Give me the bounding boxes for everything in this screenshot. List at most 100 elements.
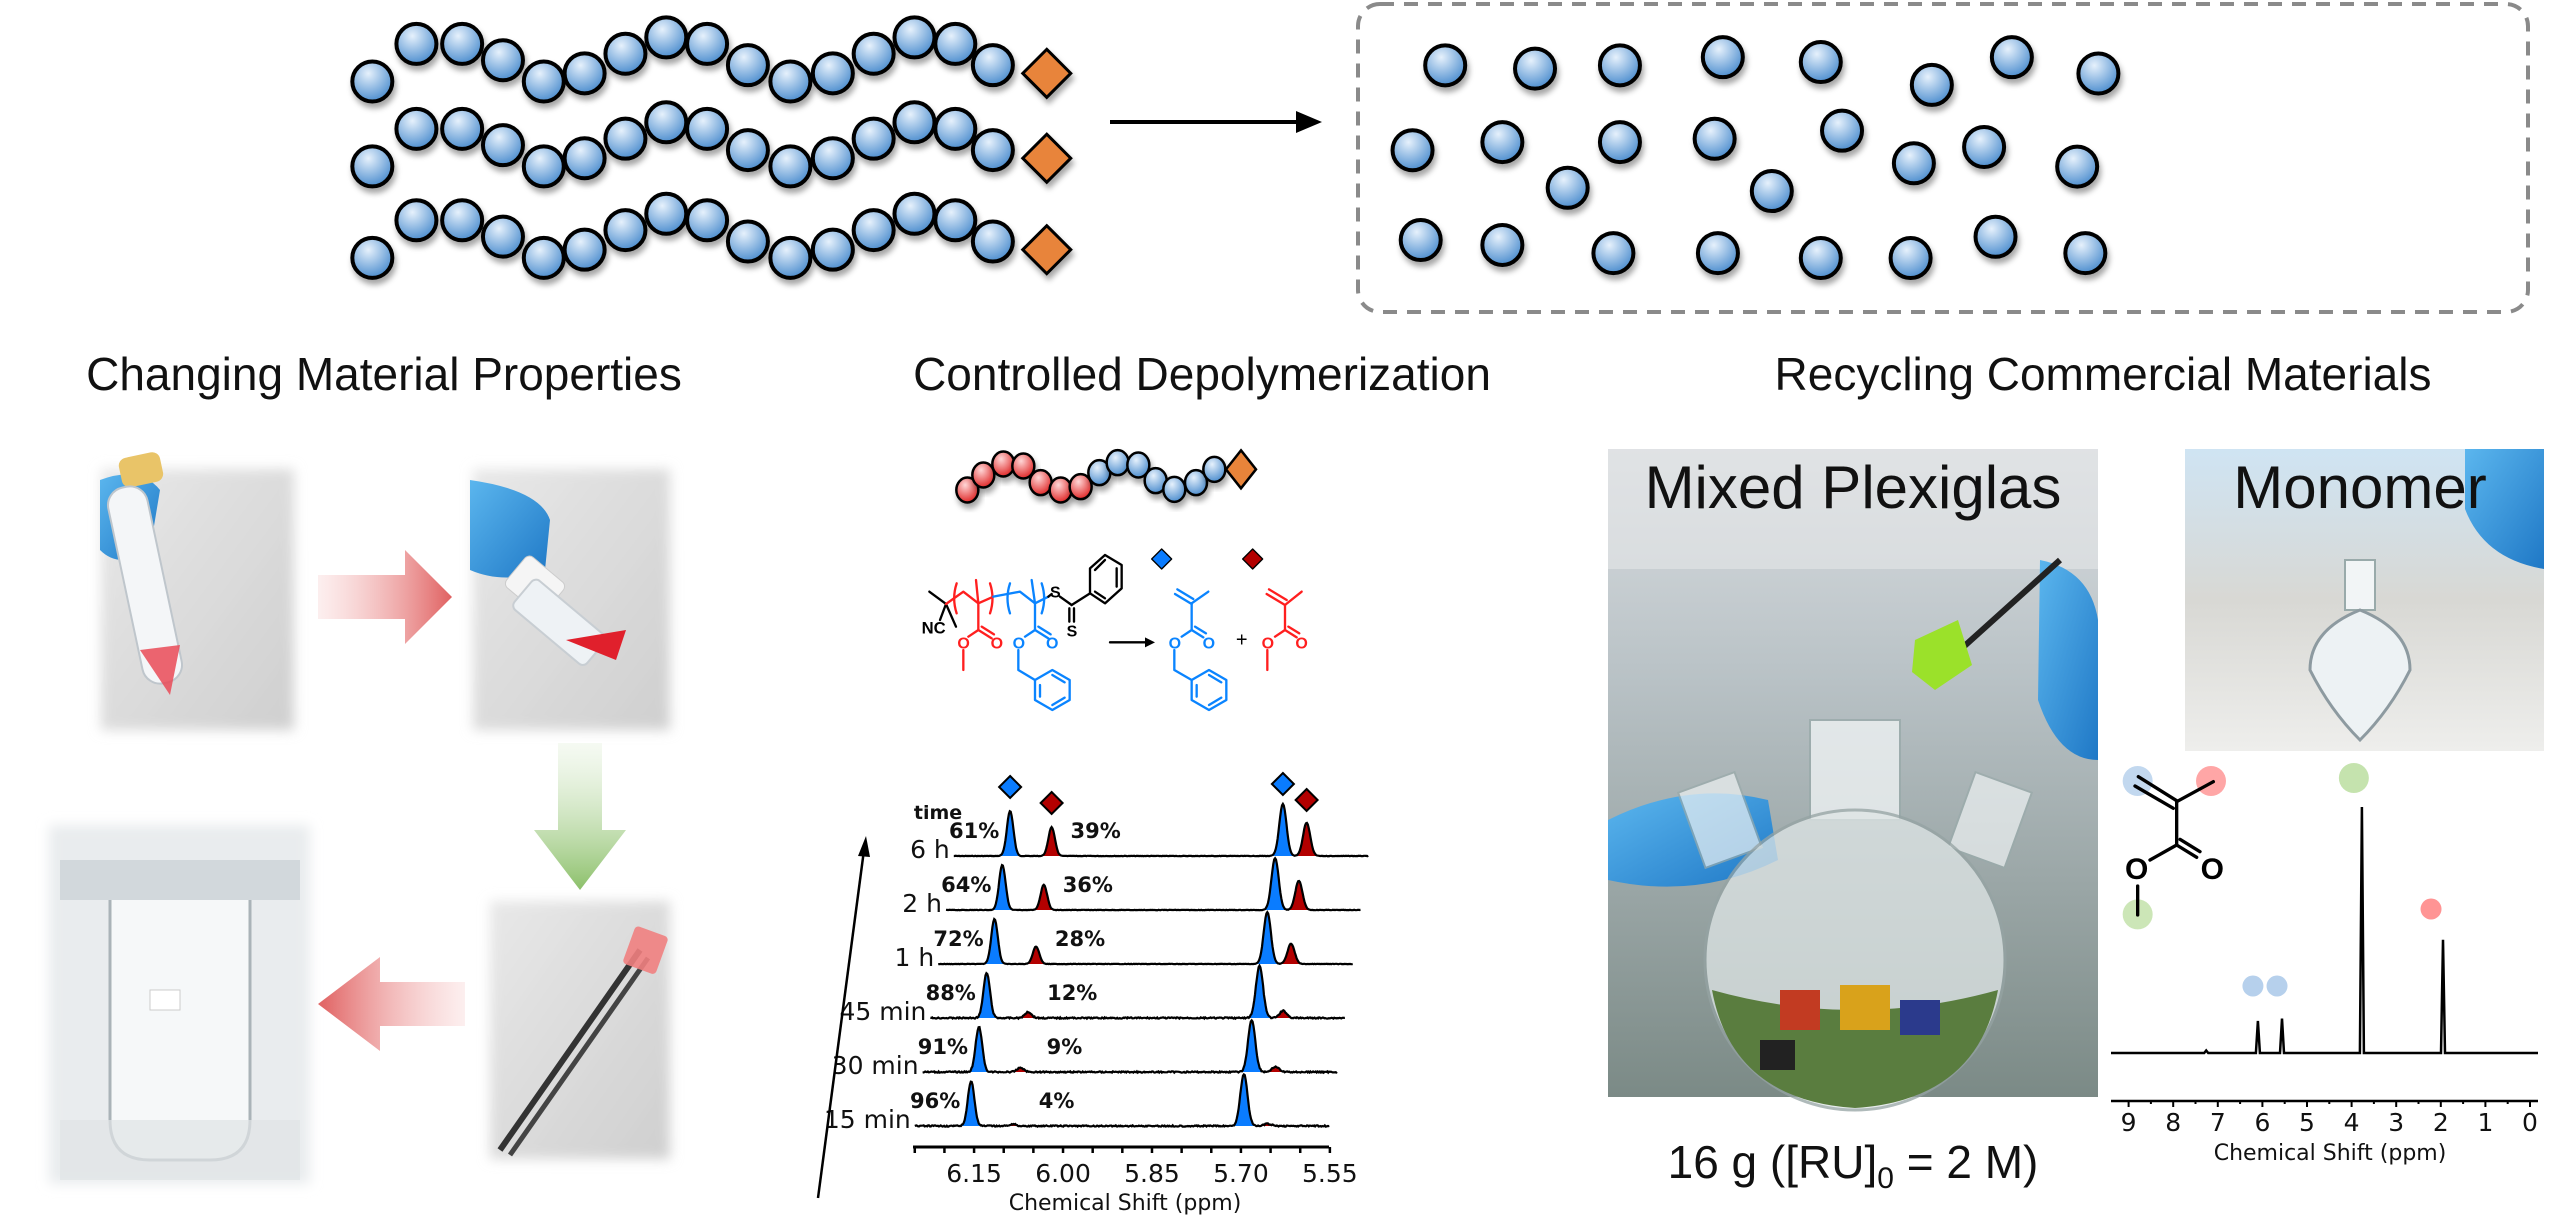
free-monomer bbox=[1480, 120, 1525, 165]
red-diamond-marker bbox=[1039, 790, 1065, 816]
mma-percent: 36% bbox=[1063, 873, 1113, 897]
stacked-nmr-spectra: 6 h61%39%2 h64%36%1 h72%28%45 min88%12%3… bbox=[816, 771, 1369, 1216]
monomer-unit bbox=[810, 227, 855, 272]
photo-vial-red bbox=[470, 469, 670, 730]
photo-tweezers-sample bbox=[490, 901, 670, 1159]
spectrum-line bbox=[922, 1018, 1338, 1075]
monomer-unit bbox=[851, 116, 896, 161]
bnma-peak-fill bbox=[953, 804, 1369, 856]
section-title-recycling: Recycling Commercial Materials bbox=[1775, 348, 2432, 400]
monomer-unit bbox=[892, 15, 937, 60]
free-monomers bbox=[1390, 35, 2121, 281]
monomer-unit bbox=[725, 43, 770, 88]
bnma-unit bbox=[1202, 455, 1227, 484]
mma-unit bbox=[1011, 452, 1036, 480]
free-monomer bbox=[1513, 46, 1558, 91]
x-tick-label: 5.55 bbox=[1302, 1159, 1358, 1188]
photo-monomer: Monomer bbox=[2185, 449, 2544, 751]
bnma-unit bbox=[1105, 448, 1130, 477]
mma-percent: 9% bbox=[1047, 1035, 1083, 1059]
x-tick-label: 4 bbox=[2344, 1108, 2360, 1137]
depolymerization-arrow bbox=[1110, 111, 1322, 133]
monomer-unit bbox=[440, 198, 485, 243]
bnma-percent: 61% bbox=[949, 819, 999, 843]
bnma-peak-fill bbox=[938, 912, 1353, 964]
bnma-peak-fill bbox=[930, 966, 1345, 1018]
free-monomer bbox=[1973, 214, 2018, 259]
free-monomer bbox=[1798, 236, 1843, 281]
monomer-unit bbox=[350, 144, 395, 189]
x-tick-label: 6 bbox=[2254, 1108, 2270, 1137]
free-monomer bbox=[2063, 231, 2108, 276]
pbnma-block bbox=[992, 578, 1071, 712]
initiator-fragment bbox=[928, 590, 958, 628]
monomer-unit bbox=[440, 106, 485, 151]
bnma-peak-fill bbox=[922, 1020, 1338, 1072]
monomer-unit bbox=[970, 219, 1015, 264]
monomer-unit bbox=[933, 21, 978, 66]
free-monomer bbox=[1545, 165, 1590, 210]
monomer-box bbox=[1356, 2, 2530, 314]
x-tick-label: 5.70 bbox=[1213, 1159, 1269, 1188]
free-monomer bbox=[1597, 43, 1642, 88]
monomer-unit bbox=[810, 136, 855, 181]
monomer-unit bbox=[350, 59, 395, 104]
monomer-unit bbox=[350, 235, 395, 280]
time-label: 2 h bbox=[902, 889, 942, 918]
monomer-unit bbox=[725, 219, 770, 264]
monomer-unit bbox=[440, 21, 485, 66]
mma-percent: 28% bbox=[1055, 927, 1105, 951]
mass-label-tail: = 2 M) bbox=[1894, 1136, 2038, 1188]
oxygen-label: O bbox=[957, 635, 969, 652]
section-title-material-properties: Changing Material Properties bbox=[86, 348, 682, 400]
x-tick-label: 8 bbox=[2165, 1108, 2181, 1137]
time-label: 15 min bbox=[824, 1105, 911, 1134]
monomer-unit bbox=[933, 106, 978, 151]
monomer-unit bbox=[521, 144, 566, 189]
mma-unit bbox=[955, 476, 980, 504]
bnma-unit bbox=[1126, 451, 1151, 479]
monomer-unit bbox=[521, 235, 566, 280]
monomer-unit bbox=[685, 21, 730, 66]
polymer-chains bbox=[350, 15, 1073, 280]
free-monomer bbox=[1390, 128, 1435, 173]
monomer-unit bbox=[970, 128, 1015, 173]
blue-diamond-marker bbox=[1150, 548, 1173, 570]
red-diamond-marker bbox=[1241, 548, 1264, 570]
monomer-unit bbox=[480, 123, 525, 168]
bnma-monomer bbox=[1173, 588, 1228, 712]
x-tick-label: 1 bbox=[2477, 1108, 2493, 1137]
green-peak-marker bbox=[2338, 763, 2369, 793]
mma-monomer bbox=[1265, 588, 1303, 672]
polymer-chain bbox=[350, 191, 1073, 280]
bnma-percent: 91% bbox=[918, 1035, 968, 1059]
nitrile-label: NC bbox=[922, 618, 946, 637]
time-axis-label: time bbox=[914, 802, 962, 824]
x-axis-title: Chemical Shift (ppm) bbox=[2214, 1141, 2447, 1166]
monomer-unit bbox=[892, 100, 937, 145]
x-tick-label: 9 bbox=[2121, 1108, 2137, 1137]
pmma-block bbox=[944, 578, 996, 672]
bnma-unit bbox=[1162, 475, 1187, 504]
red-peak-marker bbox=[2420, 898, 2442, 920]
mma-unit bbox=[971, 461, 996, 489]
arrow-left-red bbox=[318, 957, 465, 1051]
free-monomer bbox=[1398, 218, 1443, 263]
monomer-unit bbox=[603, 116, 648, 161]
oxygen-label: O bbox=[1013, 635, 1025, 652]
x-tick-label: 7 bbox=[2210, 1108, 2226, 1137]
free-monomer bbox=[1692, 116, 1737, 161]
polymer-chain bbox=[350, 100, 1073, 189]
oxygen-label: O bbox=[1046, 635, 1058, 652]
photo-vial-pink bbox=[100, 452, 294, 730]
monomer-unit bbox=[685, 106, 730, 151]
arrow-right-red bbox=[318, 550, 452, 644]
oxygen-label: O bbox=[2201, 853, 2224, 886]
monomer-unit bbox=[562, 51, 607, 96]
monomer-unit bbox=[933, 198, 978, 243]
spectrum-line bbox=[945, 856, 1361, 912]
monomer-unit bbox=[768, 144, 813, 189]
mma-unit bbox=[1068, 472, 1093, 501]
monomer-unit bbox=[394, 21, 439, 66]
